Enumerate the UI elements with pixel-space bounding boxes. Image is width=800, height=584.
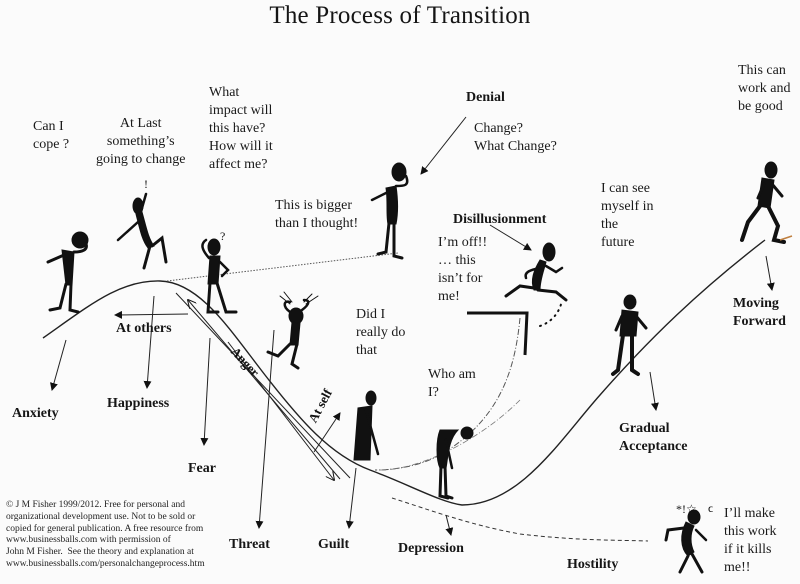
happiness-arrow xyxy=(143,295,155,389)
stage-denial: Denial xyxy=(466,90,505,105)
stage-guilt: Guilt xyxy=(318,537,350,552)
anxious-figure xyxy=(46,231,89,314)
fear-arrow xyxy=(200,337,211,446)
hostility-dashed-line xyxy=(391,497,649,542)
stage-moving-forward: Moving Forward xyxy=(733,296,786,329)
main-transition-curve xyxy=(42,239,766,506)
at-self-arrow xyxy=(313,412,341,453)
expletive-symbols-icon: *!☆ xyxy=(676,502,697,516)
disillusionment-dashdot-path xyxy=(374,317,521,471)
stage-fear: Fear xyxy=(188,461,216,476)
diagram-title: The Process of Transition xyxy=(269,2,531,29)
anxiety-arrow xyxy=(50,339,67,391)
quote-did-i-really: Did I really do that xyxy=(356,307,406,358)
guilt-arrow xyxy=(345,467,357,529)
quote-change-what-change: Change? What Change? xyxy=(474,121,557,154)
stage-disillusionment: Disillusionment xyxy=(453,212,547,227)
running-forward-figure xyxy=(740,161,786,244)
swirl-icon: ϲ xyxy=(708,501,713,515)
stage-happiness: Happiness xyxy=(107,396,170,411)
quote-see-myself: I can see myself in the future xyxy=(601,181,654,250)
dashdot-lower xyxy=(379,399,521,471)
walking-figure xyxy=(611,294,648,376)
hostile-figure xyxy=(664,509,708,574)
disillusionment-arrow xyxy=(489,224,532,251)
depressed-figure xyxy=(436,426,474,500)
disillusionment-cliff xyxy=(467,311,529,356)
question-mark-icon: ? xyxy=(220,229,225,243)
quote-this-can-work: This can work and be good xyxy=(738,63,791,114)
depression-arrow xyxy=(445,514,454,536)
threatened-figure xyxy=(266,291,319,370)
stage-anxiety: Anxiety xyxy=(12,406,59,421)
quote-can-i-cope: Can I cope ? xyxy=(33,119,70,152)
happy-jumping-figure xyxy=(116,192,168,270)
stage-gradual-acceptance: Gradual Acceptance xyxy=(619,421,688,454)
anger-channel-arrow-down xyxy=(227,341,334,480)
quote-what-impact: What impact will this have? How will it … xyxy=(209,85,273,172)
guilty-figure xyxy=(353,390,380,461)
denial-figure xyxy=(370,162,409,260)
quote-im-off: I’m off!! … this isn’t for me! xyxy=(438,235,488,304)
threat-arrow xyxy=(255,329,275,529)
stage-hostility: Hostility xyxy=(567,557,619,572)
exclamation-icon: ! xyxy=(144,177,148,191)
fearful-figure xyxy=(201,238,238,314)
disillusioned-running-figure xyxy=(504,242,568,302)
gradual-acceptance-arrow xyxy=(649,371,659,411)
at-others-arrow xyxy=(114,310,189,319)
stage-depression: Depression xyxy=(398,541,464,556)
stage-threat: Threat xyxy=(229,537,270,552)
denial-arrow xyxy=(420,116,467,175)
quote-bigger-than-thought: This is bigger than I thought! xyxy=(275,198,359,231)
foot-accent xyxy=(779,235,793,241)
quote-make-this-work: I’ll make this work if it kills me!! xyxy=(724,506,777,575)
copyright-notice: © J M Fisher 1999/2012. Free for persona… xyxy=(6,500,205,569)
moving-forward-arrow xyxy=(765,255,775,291)
quote-at-last: At Last something’s going to change xyxy=(96,116,186,167)
jump-dots xyxy=(539,299,563,327)
quote-who-am-i: Who am I? xyxy=(428,367,476,400)
stage-at-others: At others xyxy=(116,321,172,336)
denial-dotted-line xyxy=(166,252,399,282)
anger-channel-upper xyxy=(175,292,351,479)
